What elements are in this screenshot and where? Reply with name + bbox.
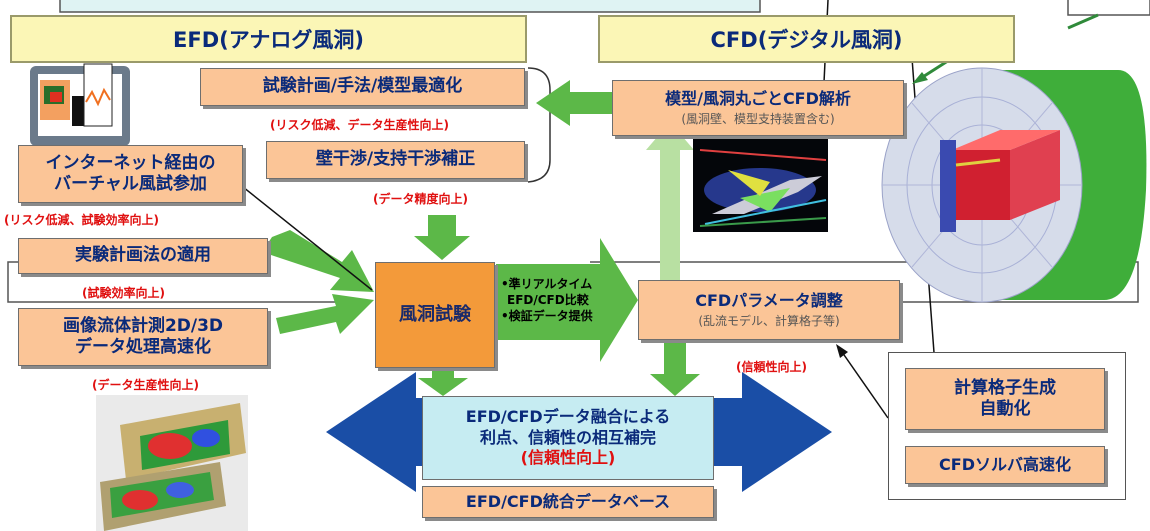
plan-optimization-note: (リスク低減、データ生産性向上) [270,118,449,132]
fusion-line-2: 利点、信頼性の相互補完 [479,427,656,447]
wind-tunnel-test-label: 風洞試験 [399,303,471,325]
fusion-box: EFD/CFDデータ融合による 利点、信頼性の相互補完 (信頼性向上) [422,396,714,480]
top-banner [59,0,761,13]
wall-correction-label: 壁干渉/支持干渉補正 [315,149,476,170]
database-box: EFD/CFD統合データベース [422,486,714,518]
aircraft-cfd-image [693,138,828,232]
cfd-solver-label: CFDソルバ高速化 [939,455,1071,474]
wing-pressure-image [96,395,248,531]
cfd-whole-analysis-box: 模型/風洞丸ごとCFD解析 (風洞壁、模型支持装置含む) [612,80,904,136]
grid-generation-label-2: 自動化 [979,399,1031,419]
piv-label-1: 画像流体計測2D/3D [62,315,224,336]
cfd-parameter-label: CFDパラメータ調整 [695,291,843,310]
doe-label: 実験計画法の適用 [75,245,211,266]
link-text: •準リアルタイム EFD/CFD比較 •検証データ提供 [501,276,601,325]
cfd-header: CFD(デジタル風洞) [598,15,1015,63]
doe-box: 実験計画法の適用 [18,238,268,274]
link-line-1: •準リアルタイム [501,277,593,291]
arrow-tunnel-to-cfd [496,238,638,362]
top-right-box [1067,0,1150,16]
line-tunnel-to-internet [237,182,373,291]
fusion-line-1: EFD/CFDデータ融合による [465,406,671,426]
arrow-doe-to-tunnel [262,230,374,292]
cfd-parameter-note: (信頼性向上) [736,360,807,374]
virtual-test-label-1: インターネット経由の [45,152,216,173]
piv-box: 画像流体計測2D/3D データ処理高速化 [18,308,268,366]
wind-tunnel-mesh-image [881,67,1147,303]
virtual-test-box: インターネット経由の バーチャル風試参加 [18,145,243,203]
doe-note: (試験効率向上) [82,286,165,300]
line-grid-to-param [841,351,889,419]
arrow-into-tunnel [414,215,470,260]
arrow-cfd-to-plan [536,80,612,126]
wind-tunnel-test-box: 風洞試験 [375,262,495,368]
efd-header: EFD(アナログ風洞) [10,15,527,63]
arrow-param-to-analysis [646,122,694,282]
arrow-param-to-fusion [650,340,700,396]
link-line-2: EFD/CFD比較 [507,293,589,308]
cfd-parameter-box: CFDパラメータ調整 (乱流モデル、計算格子等) [638,280,900,340]
wall-correction-note: (データ精度向上) [373,192,468,206]
virtual-test-note: (リスク低減、試験効率向上) [4,213,159,227]
cfd-parameter-sub: (乱流モデル、計算格子等) [698,314,840,328]
monitor-illustration [30,63,130,154]
cfd-whole-analysis-sub: (風洞壁、模型支持装置含む) [681,112,835,126]
top-right-leader [1067,13,1099,30]
cfd-solver-box: CFDソルバ高速化 [905,446,1105,484]
database-label: EFD/CFD統合データベース [465,492,671,511]
plan-optimization-box: 試験計画/手法/模型最適化 [200,68,525,106]
cfd-whole-analysis-label: 模型/風洞丸ごとCFD解析 [665,89,851,108]
grid-generation-box: 計算格子生成 自動化 [905,368,1105,430]
arrow-piv-to-tunnel [276,294,374,334]
link-line-3: •検証データ提供 [501,309,593,324]
piv-note: (データ生産性向上) [92,378,199,392]
wall-correction-box: 壁干渉/支持干渉補正 [266,141,525,179]
arrow-tunnel-to-fusion [418,368,468,396]
piv-label-2: データ処理高速化 [75,337,211,357]
bracket [527,67,551,183]
virtual-test-label-2: バーチャル風試参加 [54,174,207,194]
grid-generation-label-1: 計算格子生成 [954,377,1056,398]
right-band-frame [590,261,1139,303]
plan-optimization-label: 試験計画/手法/模型最適化 [262,76,463,97]
fusion-line-3: (信頼性向上) [520,448,616,468]
